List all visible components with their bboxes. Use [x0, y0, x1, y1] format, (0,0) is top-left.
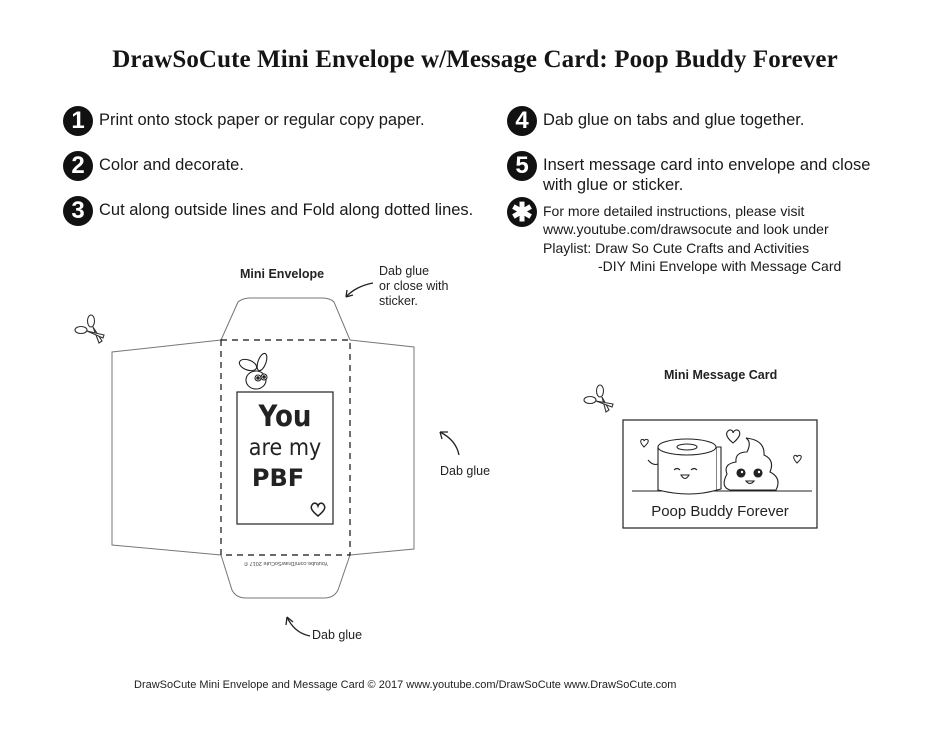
- step-number-5-icon: 5: [507, 151, 537, 181]
- step-4-text: Dab glue on tabs and glue together.: [543, 111, 805, 129]
- step-4: 4 Dab glue on tabs and glue together.: [507, 106, 804, 136]
- toilet-paper-icon: [647, 438, 722, 495]
- message-card-caption: Poop Buddy Forever: [651, 503, 789, 520]
- extra-info: ✱ For more detailed instructions, please…: [507, 197, 841, 275]
- envelope-top-note: Dab glue or close with sticker.: [379, 264, 449, 308]
- step-5: 5 Insert message card into envelope and …: [507, 151, 870, 195]
- heart-icon-2: [726, 429, 741, 444]
- bee-icon: [238, 352, 268, 390]
- scissors-icon-2: [583, 384, 614, 413]
- arrow-icon: [285, 282, 460, 637]
- asterisk-icon: ✱: [507, 197, 537, 227]
- page-title: DrawSoCute Mini Envelope w/Message Card:…: [112, 46, 838, 73]
- message-card-label: Mini Message Card: [664, 368, 778, 382]
- heart-icon-4: [793, 454, 802, 464]
- envelope-right-note: Dab glue: [440, 464, 491, 478]
- footer-credit: DrawSoCute Mini Envelope and Message Car…: [134, 679, 677, 691]
- step-number-3-icon: 3: [63, 196, 93, 226]
- step-number-4-icon: 4: [507, 106, 537, 136]
- envelope-card-message: You are my PBF: [248, 399, 322, 493]
- step-number-2-icon: 2: [63, 151, 93, 181]
- step-3: 3 Cut along outside lines and Fold along…: [63, 196, 473, 226]
- step-number-1-icon: 1: [63, 106, 93, 136]
- envelope-bottom-note: Dab glue: [312, 628, 363, 642]
- envelope-label: Mini Envelope: [240, 267, 325, 281]
- scissors-icon: [74, 314, 105, 344]
- step-1-text: Print onto stock paper or regular copy p…: [99, 111, 425, 129]
- poop-icon: [723, 437, 779, 491]
- step-2-text: Color and decorate.: [99, 156, 244, 174]
- heart-icon-3: [640, 438, 649, 448]
- heart-icon: [310, 502, 326, 517]
- flap-credit-text: Youtube.com/DrawSoCute 2017 ©: [244, 560, 328, 566]
- step-3-text: Cut along outside lines and Fold along d…: [99, 201, 474, 219]
- extra-info-text: For more detailed instructions, please v…: [543, 203, 842, 274]
- step-5-text: Insert message card into envelope and cl…: [543, 156, 871, 194]
- step-2: 2 Color and decorate.: [63, 151, 244, 181]
- step-1: 1 Print onto stock paper or regular copy…: [63, 106, 425, 136]
